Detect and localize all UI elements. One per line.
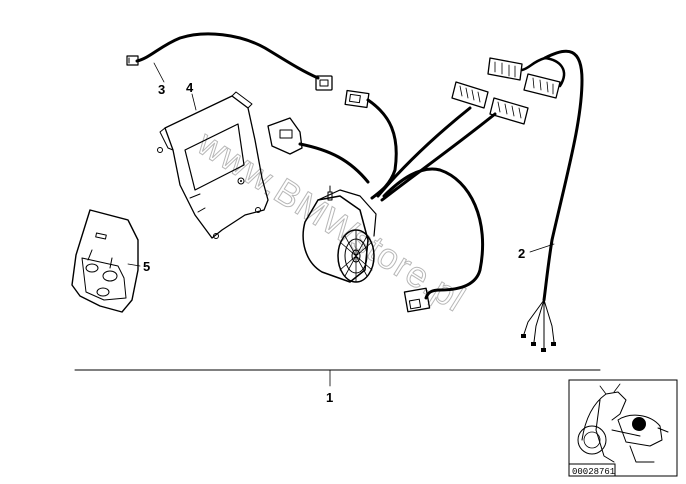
connector-small-left <box>126 55 139 66</box>
bracket-part-4 <box>157 91 269 239</box>
connector-bottom <box>403 287 431 313</box>
connector-mid <box>344 89 370 109</box>
alarm-siren <box>267 117 377 283</box>
part-number-5: 5 <box>143 259 150 274</box>
reference-code: 00028761 <box>572 467 615 477</box>
watermark-text: www.BMWstore.pl <box>190 121 473 319</box>
part-number-3: 3 <box>158 82 165 97</box>
main-harness <box>344 89 497 313</box>
part-number-2: 2 <box>518 246 525 261</box>
callout-lines <box>74 62 601 387</box>
connector-cluster <box>451 56 566 125</box>
cable-part-2 <box>521 49 584 352</box>
part-number-4: 4 <box>186 80 194 95</box>
part-number-1: 1 <box>326 390 333 405</box>
connector-right <box>315 75 333 91</box>
cable-part-3 <box>126 32 333 91</box>
location-thumbnail: 00028761 <box>568 379 678 477</box>
cover-part-5 <box>71 209 139 313</box>
